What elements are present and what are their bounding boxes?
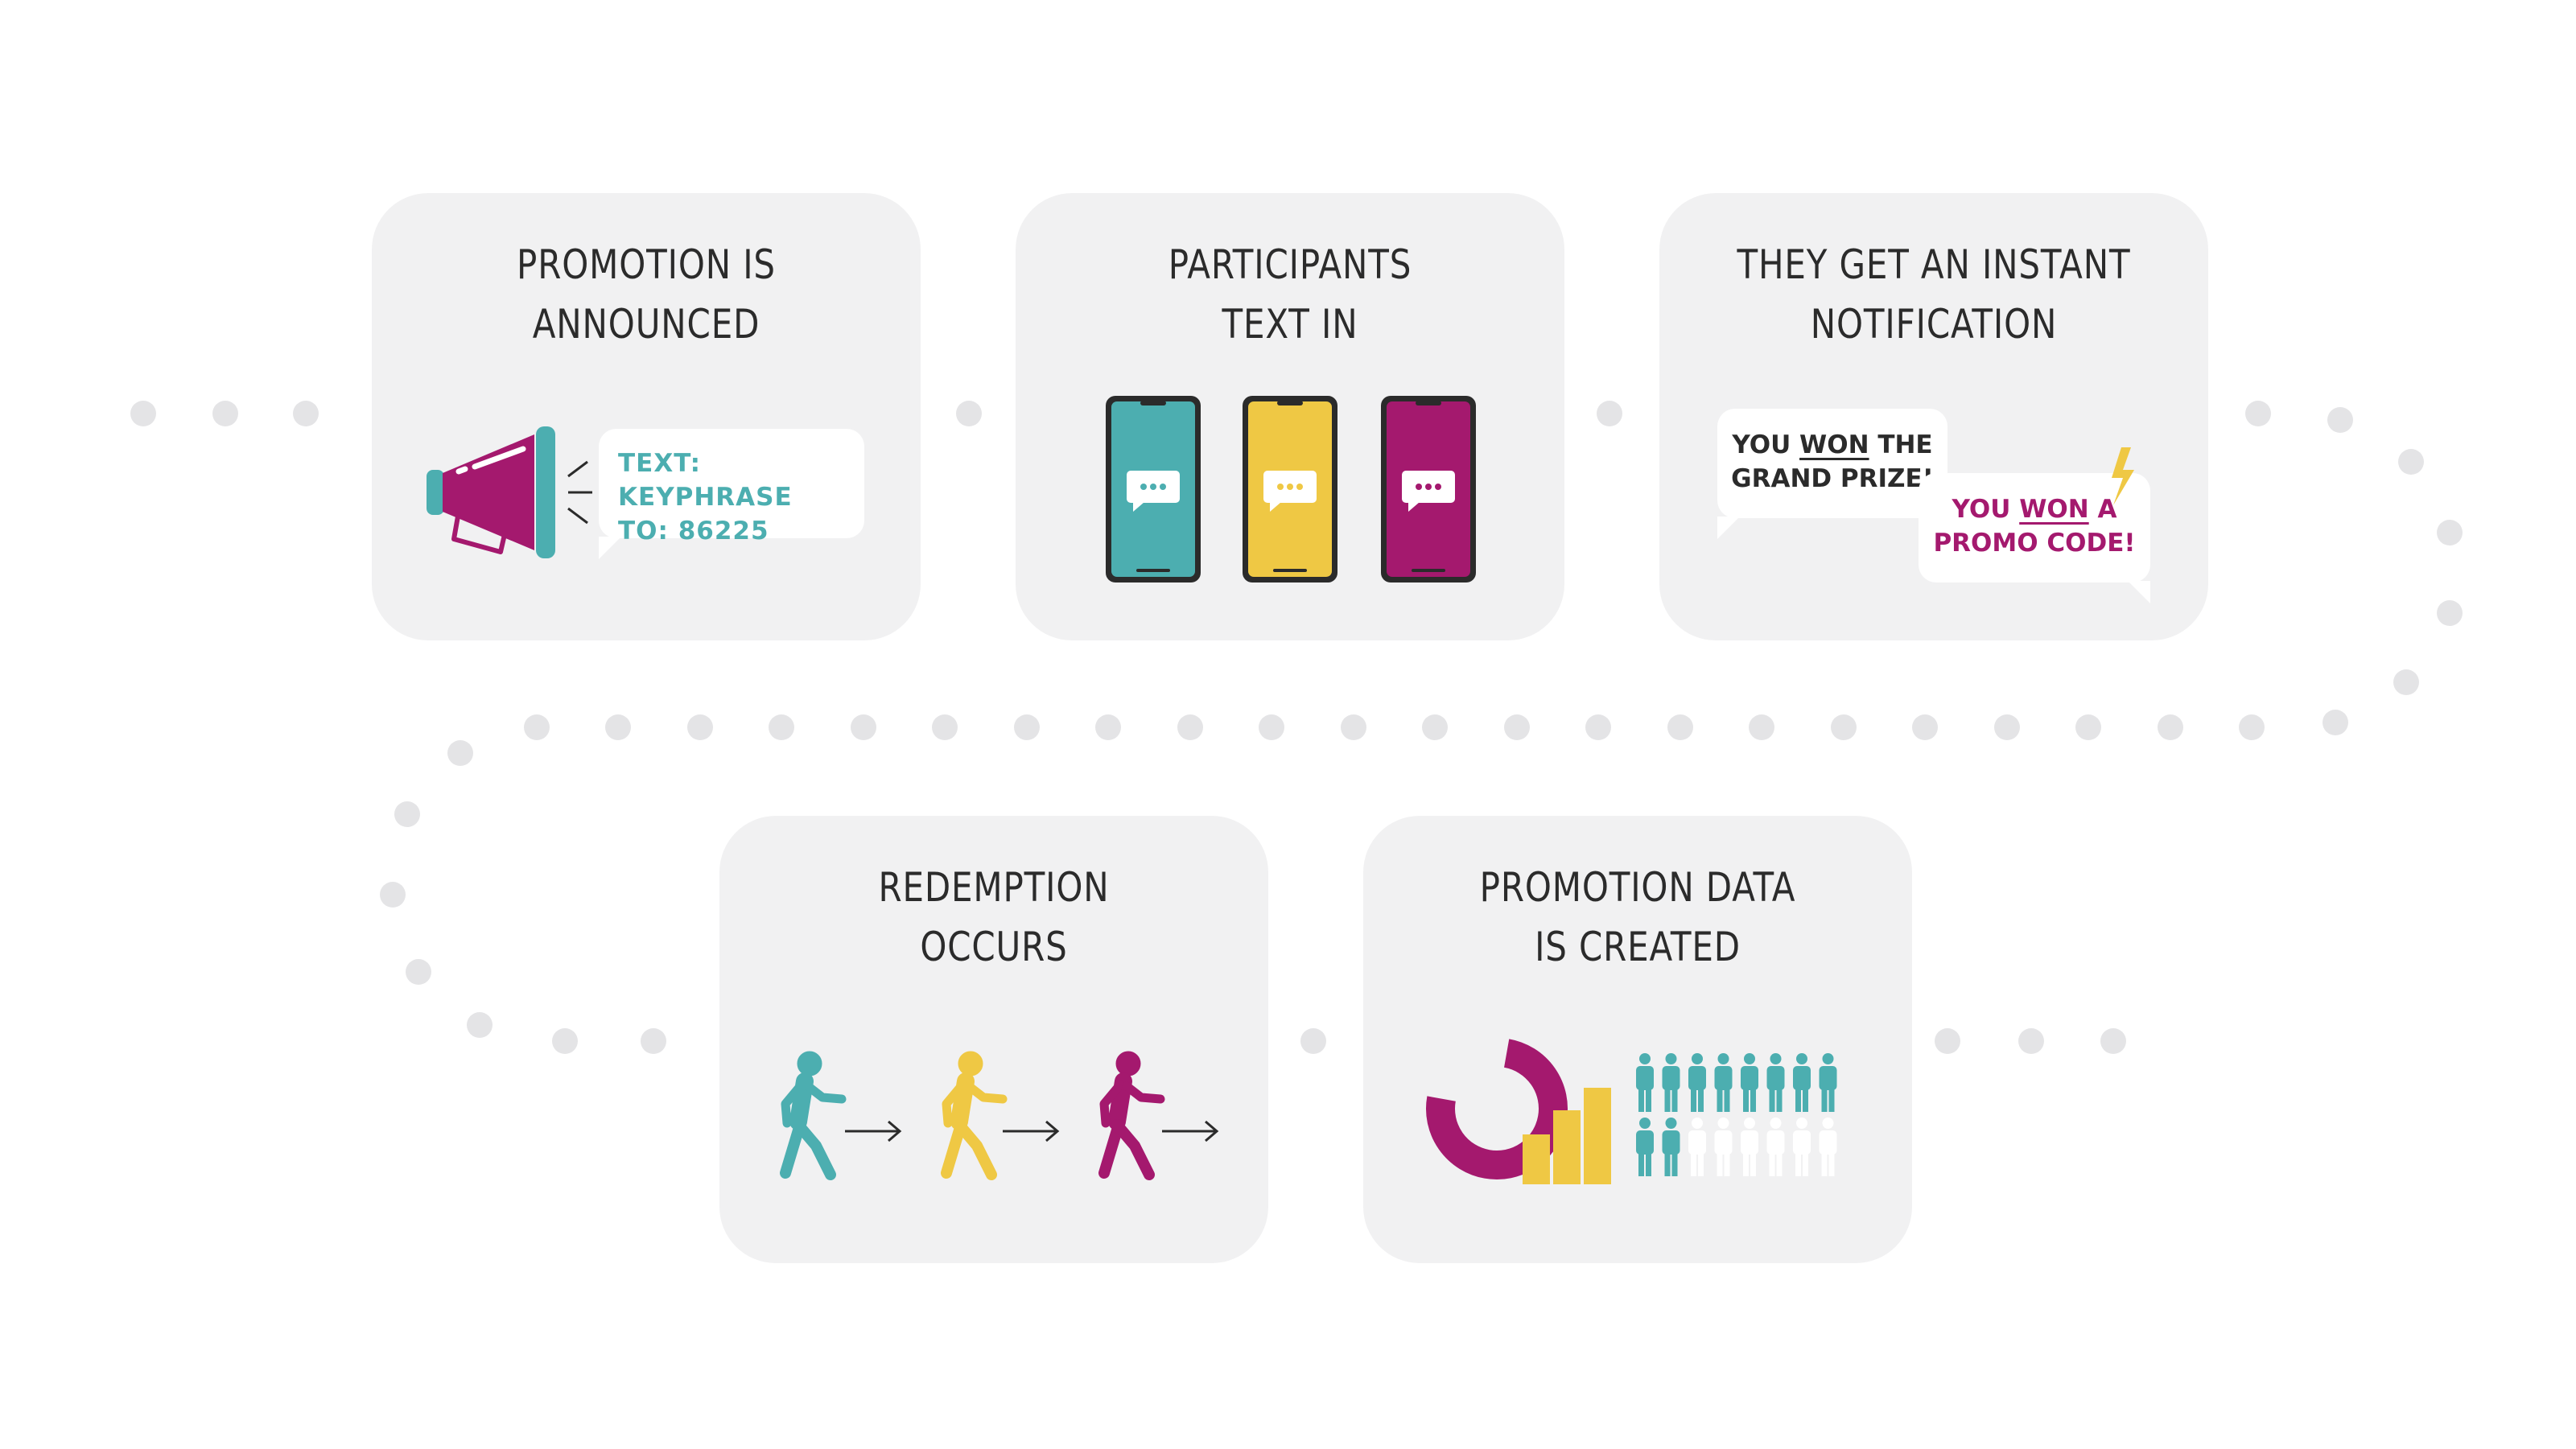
- person-icon: [1766, 1053, 1785, 1112]
- walking-person-icon: [785, 1052, 842, 1175]
- path-dot: [447, 740, 473, 766]
- path-dot: [2437, 520, 2463, 545]
- donut-chart-icon: [1426, 1037, 1568, 1179]
- path-dot: [380, 882, 406, 908]
- path-dot: [1177, 714, 1203, 740]
- keyphrase-bubble: TEXT: KEYPHRASE TO: 86225: [599, 429, 864, 559]
- path-dot: [293, 401, 319, 426]
- path-dot: [769, 714, 794, 740]
- arrow-right-icon: [1160, 1120, 1218, 1142]
- walkers-group: [719, 816, 1218, 1263]
- arrow-right-icon: [1001, 1120, 1059, 1142]
- path-dot: [1935, 1028, 1960, 1054]
- person-icon: [1688, 1053, 1706, 1112]
- grand-prize-bubble: YOU WON THE GRAND PRIZE!: [1717, 409, 1947, 539]
- path-dot: [2018, 1028, 2044, 1054]
- path-dot: [130, 401, 156, 426]
- step-redemption-occurs: REDEMPTION OCCURS: [719, 816, 1268, 1263]
- path-dot: [406, 959, 431, 985]
- path-dot: [1504, 714, 1530, 740]
- person-icon: [1741, 1118, 1758, 1176]
- person-icon: [1662, 1118, 1680, 1176]
- path-dot: [2393, 669, 2419, 695]
- person-icon: [1688, 1118, 1706, 1176]
- path-dot: [1667, 714, 1693, 740]
- path-dot: [2100, 1028, 2126, 1054]
- step-promotion-data-created: PROMOTION DATA IS CREATED: [1363, 816, 1912, 1263]
- path-dot: [1014, 714, 1040, 740]
- path-dot: [524, 714, 550, 740]
- path-dot: [1095, 714, 1121, 740]
- step-participants-text-in: PARTICIPANTS TEXT IN: [1016, 193, 1564, 640]
- step-title: PARTICIPANTS TEXT IN: [1168, 241, 1412, 348]
- path-dot: [1422, 714, 1448, 740]
- person-icon: [1636, 1053, 1654, 1112]
- path-dot: [687, 714, 713, 740]
- path-dot: [1585, 714, 1611, 740]
- path-dot: [1300, 1028, 1326, 1054]
- step-instant-notification: THEY GET AN INSTANT NOTIFICATION YOU WON…: [1659, 193, 2208, 640]
- path-dot: [467, 1012, 493, 1038]
- person-icon: [1714, 1053, 1733, 1112]
- phones-group: [1106, 396, 1476, 582]
- path-dot: [2158, 714, 2183, 740]
- step-title: PROMOTION IS ANNOUNCED: [517, 241, 776, 348]
- promo-code-bubble: YOU WON A PROMO CODE!: [1919, 473, 2150, 603]
- path-dot: [2323, 710, 2348, 735]
- path-dot: [1597, 401, 1622, 426]
- walking-person-icon: [1104, 1052, 1160, 1175]
- path-dot: [552, 1028, 578, 1054]
- path-dot: [2239, 714, 2265, 740]
- step-promotion-announced: PROMOTION IS ANNOUNCED TEXT: KEYPHRASE T…: [372, 193, 921, 640]
- path-dot: [641, 1028, 666, 1054]
- path-dot: [956, 401, 982, 426]
- megaphone-icon: [427, 426, 592, 558]
- path-dot: [1749, 714, 1774, 740]
- person-icon: [1636, 1118, 1654, 1176]
- step-title: THEY GET AN INSTANT NOTIFICATION: [1737, 241, 2131, 348]
- path-dot: [1259, 714, 1284, 740]
- path-dot: [1912, 714, 1938, 740]
- path-dot: [1994, 714, 2020, 740]
- path-dot: [212, 401, 238, 426]
- person-icon: [1793, 1118, 1811, 1176]
- person-icon: [1819, 1118, 1837, 1176]
- path-dot: [932, 714, 958, 740]
- person-icon: [1741, 1053, 1758, 1112]
- path-dot: [851, 714, 876, 740]
- person-icon: [1766, 1118, 1785, 1176]
- path-dot: [2075, 714, 2101, 740]
- path-dot: [2327, 407, 2353, 433]
- phone-chat-icon: [1381, 396, 1476, 582]
- step-title: PROMOTION DATA IS CREATED: [1479, 864, 1796, 970]
- step-title: REDEMPTION OCCURS: [878, 864, 1110, 970]
- phone-chat-icon: [1106, 396, 1201, 582]
- person-icon: [1819, 1053, 1837, 1112]
- person-icon: [1662, 1053, 1680, 1112]
- path-dot: [2245, 401, 2271, 426]
- bar-chart-icon: [1523, 1088, 1611, 1184]
- phone-chat-icon: [1243, 396, 1337, 582]
- person-icon: [1793, 1053, 1811, 1112]
- path-dot: [605, 714, 631, 740]
- walking-person-icon: [946, 1052, 1003, 1175]
- path-dot: [2437, 600, 2463, 626]
- data-visual: [1426, 1037, 1837, 1184]
- path-dot: [1341, 714, 1366, 740]
- path-dot: [2398, 449, 2424, 475]
- arrow-right-icon: [843, 1120, 901, 1142]
- path-dot: [1831, 714, 1857, 740]
- person-icon: [1714, 1118, 1733, 1176]
- path-dot: [394, 801, 420, 827]
